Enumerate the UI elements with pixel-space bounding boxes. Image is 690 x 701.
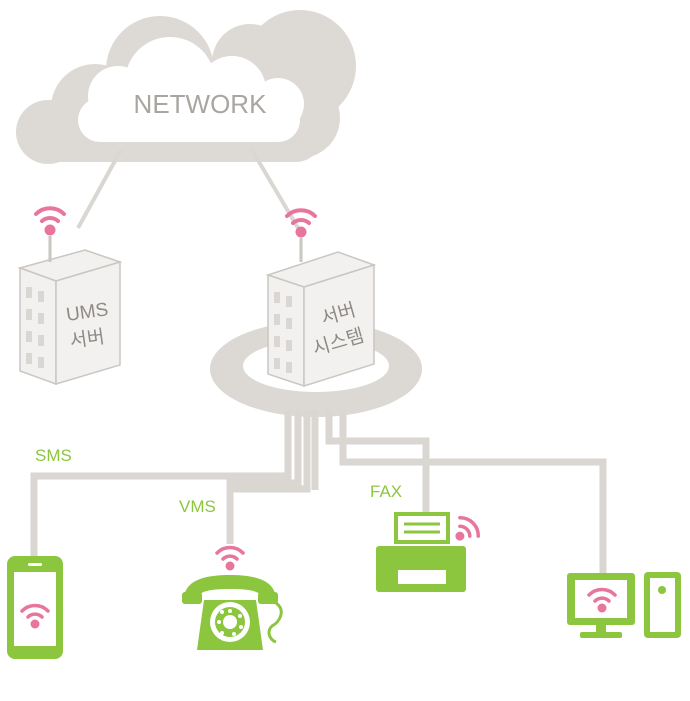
ums-server-building (17, 236, 123, 386)
wifi-icon (20, 603, 50, 629)
wifi-icon (587, 587, 617, 613)
wifi-icon (34, 206, 66, 236)
ums-server-label-line2: 서버 (68, 326, 106, 353)
fax-label: FAX (370, 482, 402, 501)
server-system-building (265, 238, 377, 388)
network-cloud-highlight (78, 37, 304, 142)
network-cloud-label: NETWORK (134, 89, 268, 119)
mobile-phone-icon (7, 556, 63, 659)
wifi-icon (215, 545, 245, 571)
connection-lines (30, 410, 607, 575)
telephone-icon (182, 545, 283, 650)
fax-machine-icon (376, 512, 481, 592)
sms-label: SMS (35, 446, 72, 465)
wifi-icon (455, 515, 481, 541)
wifi-icon (285, 208, 317, 238)
desktop-computer-icon (567, 572, 681, 638)
vms-label: VMS (179, 497, 216, 516)
